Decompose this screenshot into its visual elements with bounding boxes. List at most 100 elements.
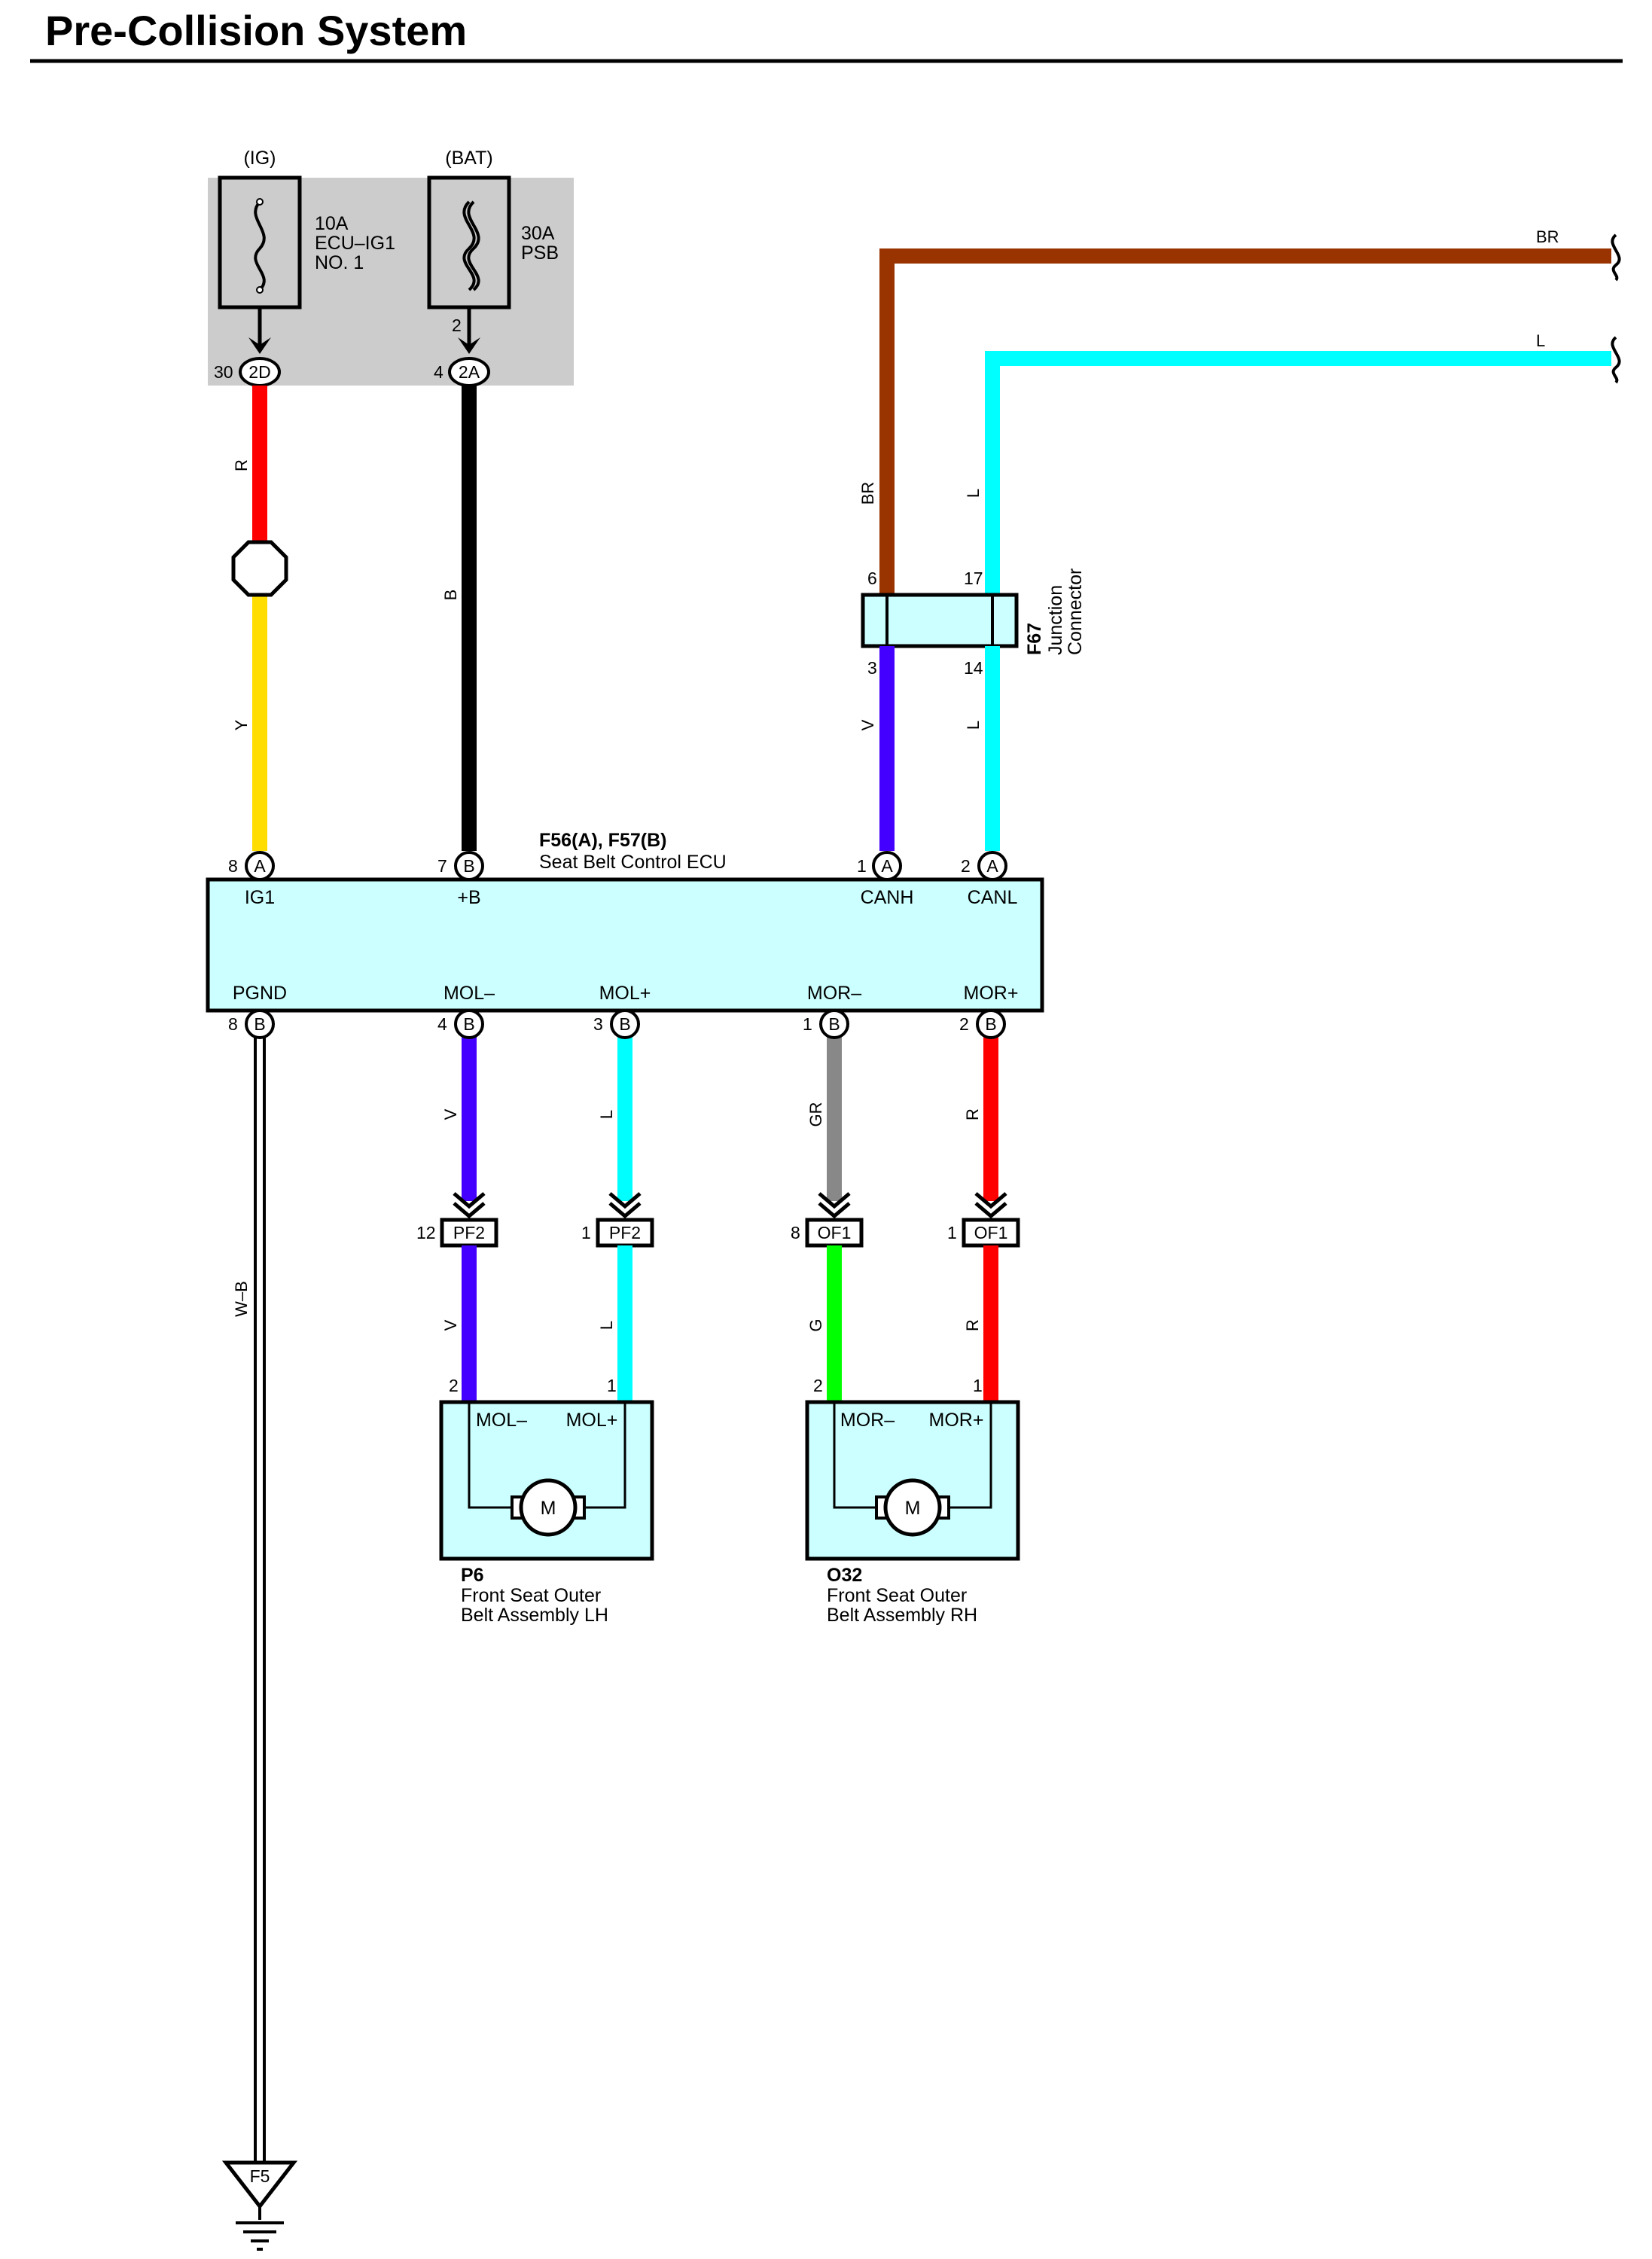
f67-id: F67 bbox=[1024, 623, 1045, 655]
wire-label-ig1-lower: Y bbox=[232, 719, 251, 730]
ecu-terminal-mor-minus-pin: 1 bbox=[803, 1014, 812, 1034]
ecu-terminal-mol-plus-name: MOL+ bbox=[599, 983, 651, 1004]
connector-pf2-pin12-code: PF2 bbox=[453, 1223, 485, 1242]
wire-label-canl-upper: L bbox=[964, 489, 983, 498]
connector-2d-code: 2D bbox=[248, 362, 270, 382]
wire-label-mor-minus-lower: G bbox=[806, 1319, 825, 1331]
ecu-terminal-pgnd bbox=[245, 1009, 275, 1039]
ig-label: (IG) bbox=[243, 148, 276, 169]
wire-label-l-right: L bbox=[1536, 331, 1545, 350]
ecu-terminal-pgnd-pin: 8 bbox=[228, 1014, 238, 1034]
wire-label-mor-minus-upper: GR bbox=[806, 1102, 825, 1127]
connector-of1-pin1-code: OF1 bbox=[974, 1223, 1008, 1242]
wire-l-break bbox=[1611, 336, 1621, 384]
fuse2-name: PSB bbox=[521, 242, 559, 264]
bat-label: (BAT) bbox=[445, 148, 492, 169]
ecu-terminal-ig1-pin: 8 bbox=[228, 856, 238, 876]
motor-lh-name-1: Front Seat Outer bbox=[461, 1585, 601, 1606]
ecu-terminal-mor-minus bbox=[819, 1009, 849, 1039]
motor-rh-wiring bbox=[833, 1402, 992, 1509]
ecu-terminal-ig1-name: IG1 bbox=[245, 887, 275, 908]
ecu-terminal-plus-b-pin: 7 bbox=[437, 856, 447, 876]
ecu-terminal-ig1-conn: A bbox=[254, 856, 266, 876]
ecu-terminal-canh-pin: 1 bbox=[857, 856, 867, 876]
f67-pin-3: 3 bbox=[867, 658, 877, 678]
connector-pf2-pin12-pin: 12 bbox=[416, 1223, 436, 1242]
ecu-id: F56(A), F57(B) bbox=[539, 830, 666, 851]
wire-label-plus-b: B bbox=[441, 590, 460, 601]
ecu-terminal-mor-minus-name: MOR– bbox=[807, 983, 861, 1004]
f67-name-2: Connector bbox=[1065, 569, 1086, 655]
ecu-terminal-mor-plus-pin: 2 bbox=[959, 1014, 969, 1034]
connector-pf2-pin1-code: PF2 bbox=[609, 1223, 641, 1242]
motor-rh-pin-minus: 2 bbox=[813, 1376, 823, 1395]
ecu-terminal-pgnd-name: PGND bbox=[233, 983, 287, 1004]
ground-point-f5 bbox=[221, 2160, 298, 2210]
ecu-terminal-mor-plus bbox=[976, 1009, 1006, 1039]
motor-rh-term-minus: MOR– bbox=[840, 1410, 895, 1431]
fuse2-pin: 2 bbox=[452, 316, 462, 335]
wire-br-break bbox=[1611, 233, 1621, 282]
chevron-pf2-12 bbox=[453, 1192, 486, 1219]
ecu-terminal-mol-minus-pin: 4 bbox=[437, 1014, 447, 1034]
fuse-psb-element-a bbox=[462, 200, 476, 291]
ecu-terminal-mol-plus-conn: B bbox=[619, 1014, 630, 1034]
motor-lh-symbol: M bbox=[541, 1498, 556, 1519]
chevron-of1-8 bbox=[818, 1192, 851, 1219]
connector-of1-pin1-pin: 1 bbox=[947, 1223, 957, 1242]
ecu-terminal-plus-b bbox=[454, 851, 484, 881]
ecu-terminal-mol-plus bbox=[610, 1009, 640, 1039]
connector-of1-pin8-pin: 8 bbox=[791, 1223, 800, 1242]
ecu-terminal-canl bbox=[977, 851, 1007, 881]
wire-label-mor-plus-upper: R bbox=[963, 1108, 982, 1120]
inline-splice bbox=[231, 540, 288, 597]
motor-lh-pin-minus: 2 bbox=[449, 1376, 459, 1395]
ecu-terminal-canh bbox=[872, 851, 902, 881]
ecu-terminal-plus-b-name: +B bbox=[457, 887, 480, 908]
motor-rh-icon bbox=[883, 1478, 942, 1537]
motor-rh-name-1: Front Seat Outer bbox=[827, 1585, 967, 1606]
wire-label-mol-minus-lower: V bbox=[441, 1319, 460, 1331]
chevron-pf2-1 bbox=[608, 1192, 642, 1219]
motor-lh-term-plus: MOL+ bbox=[566, 1410, 618, 1431]
f67-pin-6: 6 bbox=[867, 569, 877, 588]
motor-lh-id: P6 bbox=[461, 1565, 484, 1586]
wire-label-mol-plus-upper: L bbox=[597, 1110, 616, 1119]
ecu-terminal-canl-conn: A bbox=[986, 856, 998, 876]
fuse-ecu-ig1-element bbox=[254, 200, 266, 291]
motor-lh-icon bbox=[519, 1478, 578, 1537]
seat-belt-control-ecu bbox=[206, 877, 1044, 1013]
ecu-terminal-mor-plus-name: MOR+ bbox=[964, 983, 1019, 1004]
motor-rh-symbol: M bbox=[905, 1498, 921, 1519]
motor-rh-pin-plus: 1 bbox=[973, 1376, 983, 1395]
wire-label-pgnd: W–B bbox=[232, 1281, 251, 1317]
motor-lh-pin-plus: 1 bbox=[607, 1376, 617, 1395]
f67-name-1: Junction bbox=[1045, 585, 1066, 655]
connector-of1-pin8-code: OF1 bbox=[818, 1223, 852, 1242]
ecu-terminal-ig1 bbox=[245, 851, 275, 881]
ecu-terminal-mol-plus-pin: 3 bbox=[593, 1014, 603, 1034]
arrow-2d bbox=[248, 337, 271, 354]
ecu-terminal-canl-pin: 2 bbox=[961, 856, 971, 876]
wire-l bbox=[985, 351, 1611, 602]
fuse1-number: NO. 1 bbox=[315, 252, 364, 273]
wire-label-canh-lower: V bbox=[858, 719, 877, 730]
wire-label-br-right: BR bbox=[1536, 227, 1559, 246]
ecu-name: Seat Belt Control ECU bbox=[539, 852, 727, 873]
chevron-of1-1 bbox=[974, 1192, 1007, 1219]
connector-2a-code: 2A bbox=[459, 362, 480, 382]
fuse1-rating: 10A bbox=[315, 213, 349, 234]
ecu-terminal-mor-minus-conn: B bbox=[828, 1014, 840, 1034]
ecu-terminal-mor-plus-conn: B bbox=[985, 1014, 996, 1034]
motor-rh-name-2: Belt Assembly RH bbox=[827, 1605, 977, 1626]
ecu-terminal-mol-minus-name: MOL– bbox=[443, 983, 495, 1004]
ecu-terminal-plus-b-conn: B bbox=[463, 856, 474, 876]
page-title: Pre-Collision System bbox=[45, 7, 467, 54]
motor-lh-term-minus: MOL– bbox=[476, 1410, 527, 1431]
fuse1-name: ECU–IG1 bbox=[315, 233, 395, 254]
f67-pin-14: 14 bbox=[964, 658, 983, 678]
fuse2-rating: 30A bbox=[521, 223, 555, 244]
connector-pf2-pin1 bbox=[596, 1218, 654, 1248]
fuse-block bbox=[208, 178, 574, 386]
motor-lh-name-2: Belt Assembly LH bbox=[461, 1605, 608, 1626]
